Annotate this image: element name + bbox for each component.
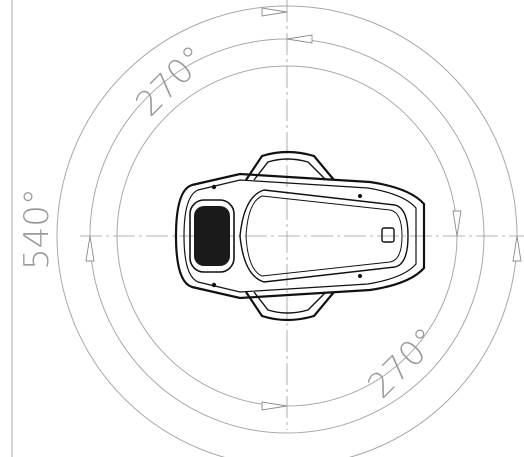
arrow-right-inner-icon	[452, 210, 462, 237]
device-top-view-icon	[174, 150, 426, 322]
arrow-top-inner-icon	[286, 34, 313, 44]
lower-right-angle-label: 270°	[360, 320, 446, 406]
arrow-left-inner-icon	[85, 235, 95, 262]
arrow-right-outer-icon	[512, 235, 522, 262]
left-angle-label: 540°	[17, 188, 57, 270]
arrow-bottom-inner-icon	[261, 401, 288, 411]
arrow-top-right-icon	[261, 7, 288, 17]
